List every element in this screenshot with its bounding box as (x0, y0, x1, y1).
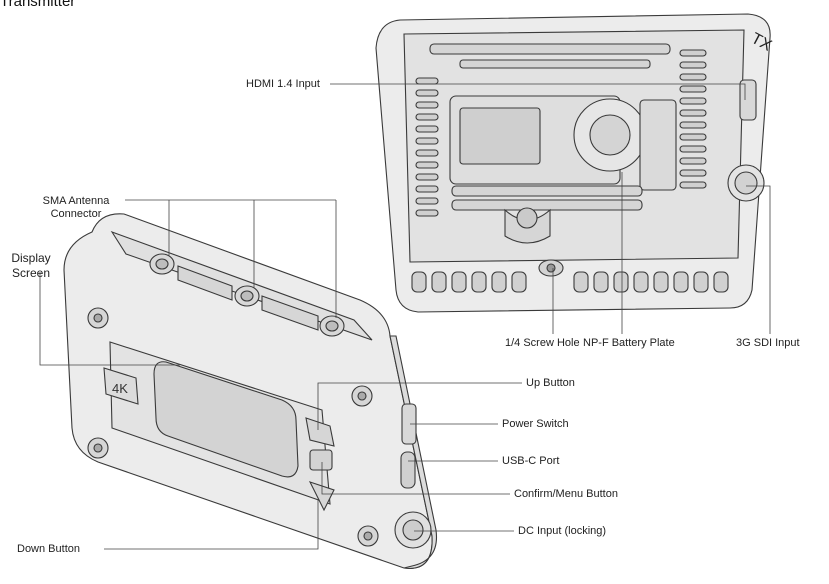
label-screw-hole: 1/4 Screw Hole (505, 337, 580, 349)
rear-unit (375, 13, 771, 313)
label-up-button: Up Button (526, 377, 575, 389)
label-hdmi-input: HDMI 1.4 Input (246, 78, 320, 90)
front-unit (63, 213, 438, 569)
label-sma-antenna-connector: SMA Antenna Connector (42, 195, 110, 220)
diagram-title: Transmitter (0, 0, 76, 10)
label-npf-battery-plate: NP-F Battery Plate (583, 337, 675, 349)
label-dc-input: DC Input (locking) (518, 525, 607, 537)
label-display-screen: Display Screen (11, 251, 51, 280)
label-down-button: Down Button (17, 543, 80, 555)
label-power-switch: Power Switch (502, 418, 569, 430)
label-usb-c-port: USB-C Port (502, 455, 560, 467)
leader-lines (39, 83, 771, 550)
label-confirm-menu-button: Confirm/Menu Button (514, 488, 618, 500)
front-badge-text: 4K (112, 381, 128, 396)
label-3g-sdi-input: 3G SDI Input (736, 337, 800, 349)
